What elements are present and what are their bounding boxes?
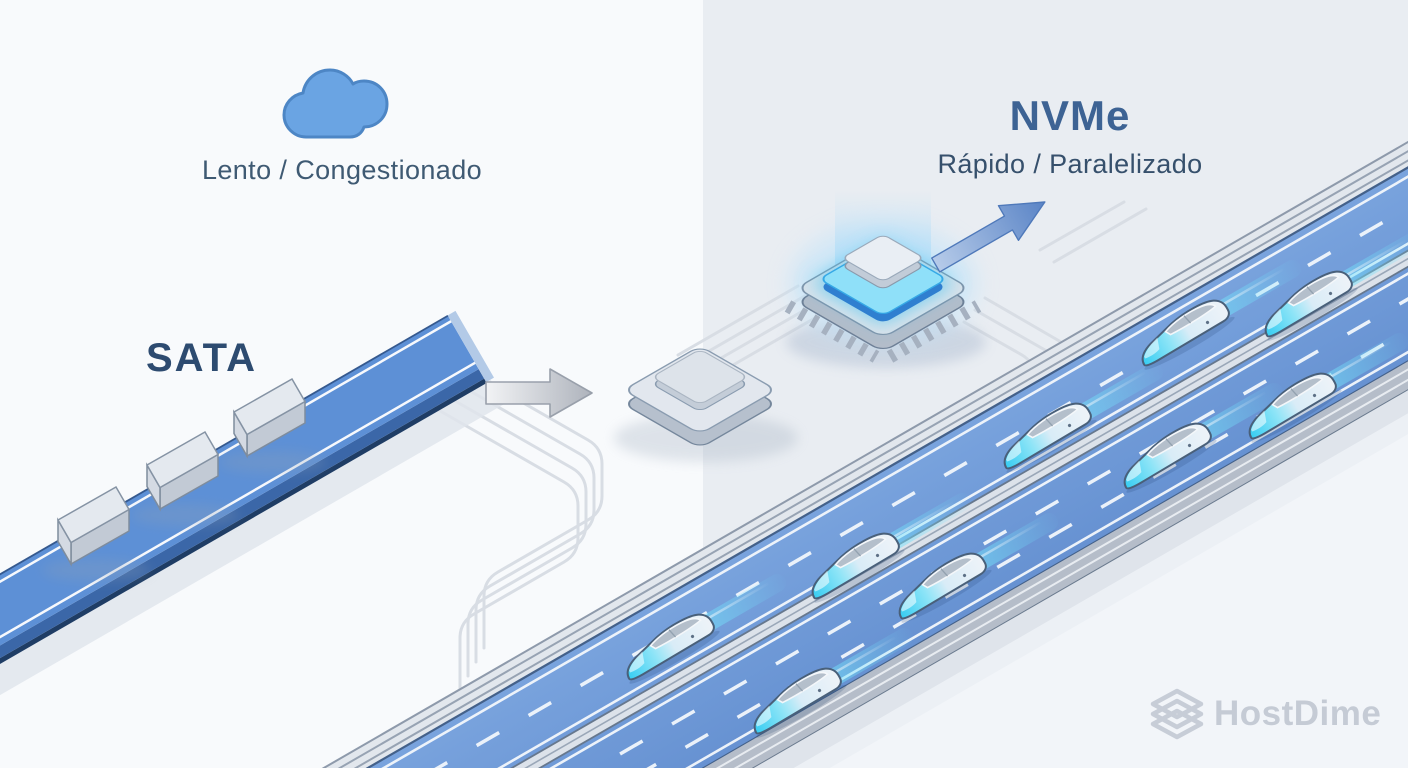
hostdime-logo-icon — [1150, 688, 1204, 740]
nvme-label: NVMe — [1009, 92, 1131, 139]
hostdime-brand-text: HostDime — [1214, 694, 1382, 733]
transfer-arrow-icon — [485, 368, 593, 418]
nvme-chip — [784, 190, 986, 368]
sata-label: SATA — [146, 336, 257, 380]
sata-caption: Lento / Congestionado — [201, 155, 483, 185]
speed-arrow-icon — [931, 201, 1046, 273]
controller-chip — [614, 348, 798, 462]
nvme-caption: Rápido / Paralelizado — [937, 149, 1203, 179]
hostdime-watermark: HostDime — [1148, 686, 1381, 742]
chip-pins — [784, 300, 982, 363]
cloud-icon — [282, 68, 389, 139]
